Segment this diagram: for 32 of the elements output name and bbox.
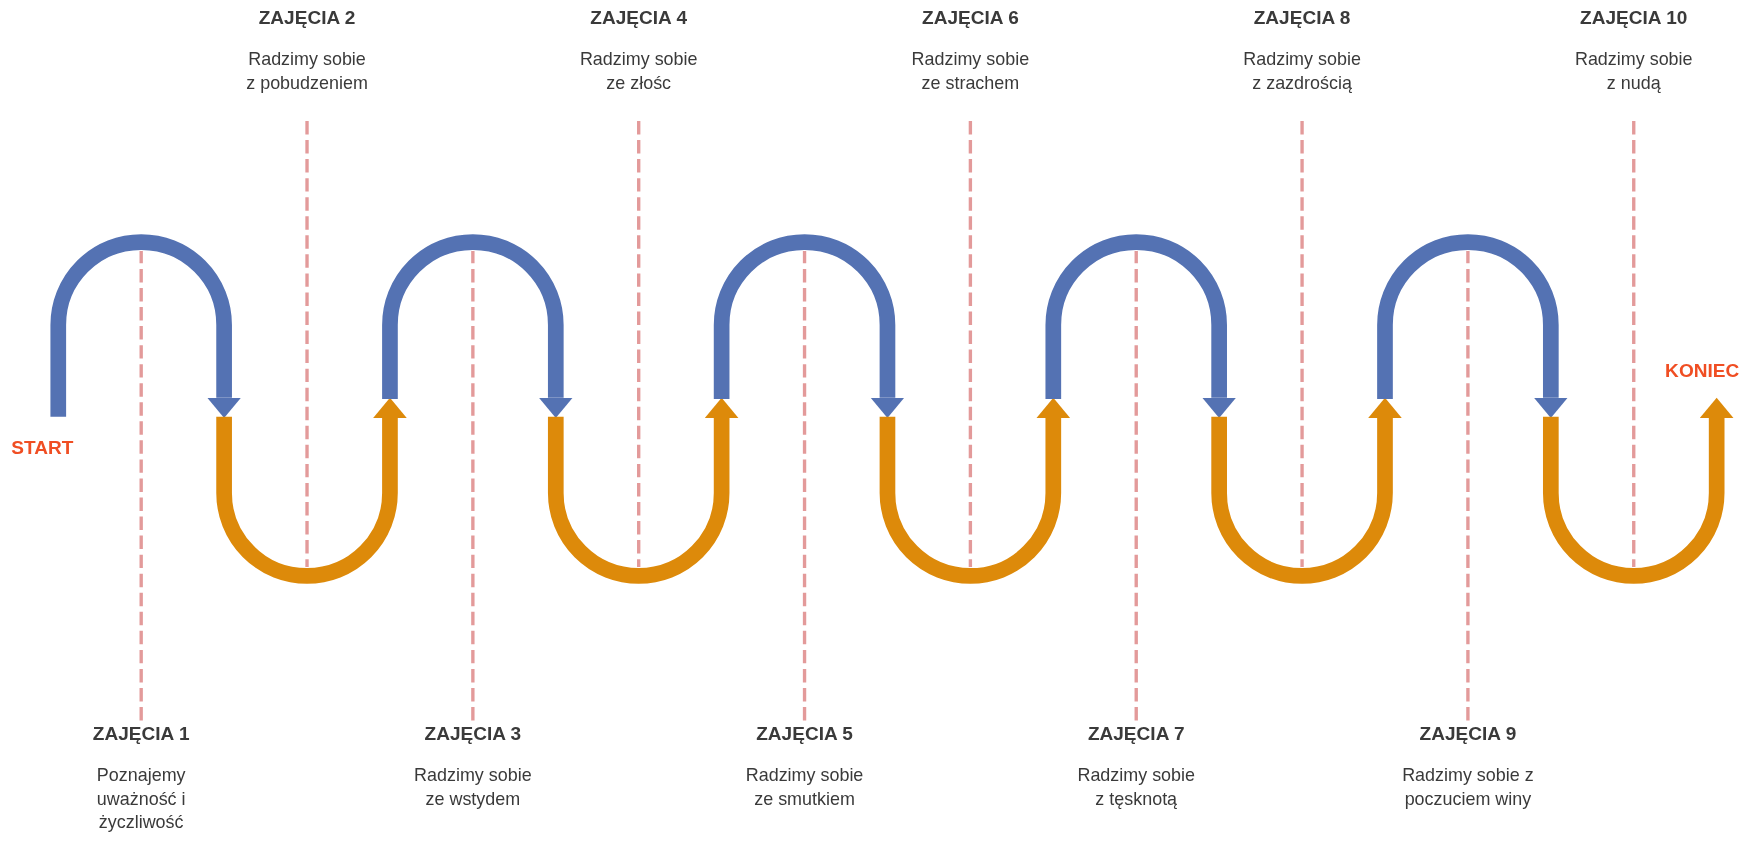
leader-line [637,121,641,567]
session-heading: ZAJĘCIA 5 [756,722,853,746]
session-description: Radzimy sobie z zazdrością [1242,48,1362,95]
end-label: KONIEC [1665,359,1740,383]
leader-line [968,121,973,567]
leader-line [802,251,807,721]
leader-line [1466,251,1470,721]
session-heading: ZAJĘCIA 9 [1419,722,1517,746]
session-heading: ZAJĘCIA 2 [258,6,356,30]
session-description: Radzimy sobie z nudą [1573,48,1694,95]
session-description: Radzimy sobie ze złośc [578,48,699,94]
session-description: Radzimy sobie ze smutkiem [744,764,865,810]
leader-line [1300,121,1304,567]
session-heading: ZAJĘCIA 6 [922,6,1019,30]
session-heading: ZAJĘCIA 7 [1087,722,1185,746]
session-heading: ZAJĘCIA 3 [424,722,522,746]
leader-line [471,251,475,721]
leader-line [305,121,309,567]
session-description: Poznajemy uważność i życzliwość [95,764,187,834]
session-heading: ZAJĘCIA 10 [1580,6,1688,30]
session-description: Radzimy sobie z tęsknotą [1076,764,1196,811]
session-description: Radzimy sobie ze strachem [910,48,1031,94]
start-label: START [11,437,74,460]
session-description: Radzimy sobie z pobudzeniem [245,48,369,95]
leader-line [139,251,143,721]
session-description: Radzimy sobie ze wstydem [413,764,533,811]
leader-line [1134,251,1138,721]
leader-line [1632,121,1636,567]
session-heading: ZAJĘCIA 8 [1253,6,1351,30]
session-heading: ZAJĘCIA 1 [92,722,190,746]
session-description: Radzimy sobie z poczuciem winy [1401,764,1535,811]
session-heading: ZAJĘCIA 4 [590,6,688,30]
